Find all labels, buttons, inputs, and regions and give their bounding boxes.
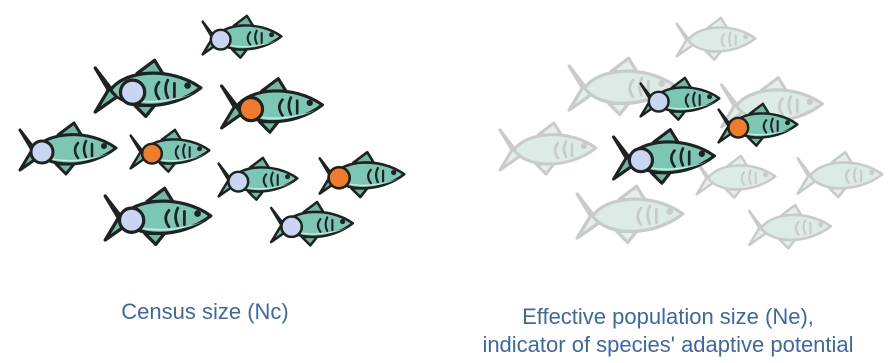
census-fish-group bbox=[18, 14, 406, 247]
fish-icon bbox=[93, 58, 203, 119]
fish-icon bbox=[103, 186, 213, 247]
effective-size-label: Effective population size (Ne), bbox=[522, 304, 814, 329]
faded-fish-icon bbox=[796, 150, 884, 199]
fish-icon bbox=[639, 76, 721, 121]
adaptive-potential-label: indicator of species' adaptive potential bbox=[482, 332, 854, 357]
fish-icon bbox=[269, 200, 355, 247]
census-size-caption: Census size (Nc) bbox=[60, 298, 350, 326]
fish-icon bbox=[18, 121, 118, 176]
fish-icon bbox=[612, 128, 716, 185]
effective-size-caption: Effective population size (Ne), indicato… bbox=[440, 303, 896, 359]
fish-icon bbox=[318, 150, 406, 199]
faded-fish-icon bbox=[747, 203, 833, 250]
fish-icon bbox=[201, 14, 283, 59]
fish-icon bbox=[220, 77, 324, 134]
fish-icon bbox=[717, 102, 799, 147]
faded-fish-icon bbox=[575, 184, 685, 245]
effective-fish-group bbox=[612, 76, 799, 185]
faded-fish-icon bbox=[675, 16, 757, 61]
faded-fish-icon bbox=[695, 154, 777, 199]
effective-faded-fish-group bbox=[498, 16, 884, 250]
faded-fish-icon bbox=[498, 121, 598, 176]
fish-icon bbox=[217, 156, 299, 201]
fish-icon bbox=[129, 128, 211, 173]
census-size-label: Census size (Nc) bbox=[121, 299, 289, 324]
